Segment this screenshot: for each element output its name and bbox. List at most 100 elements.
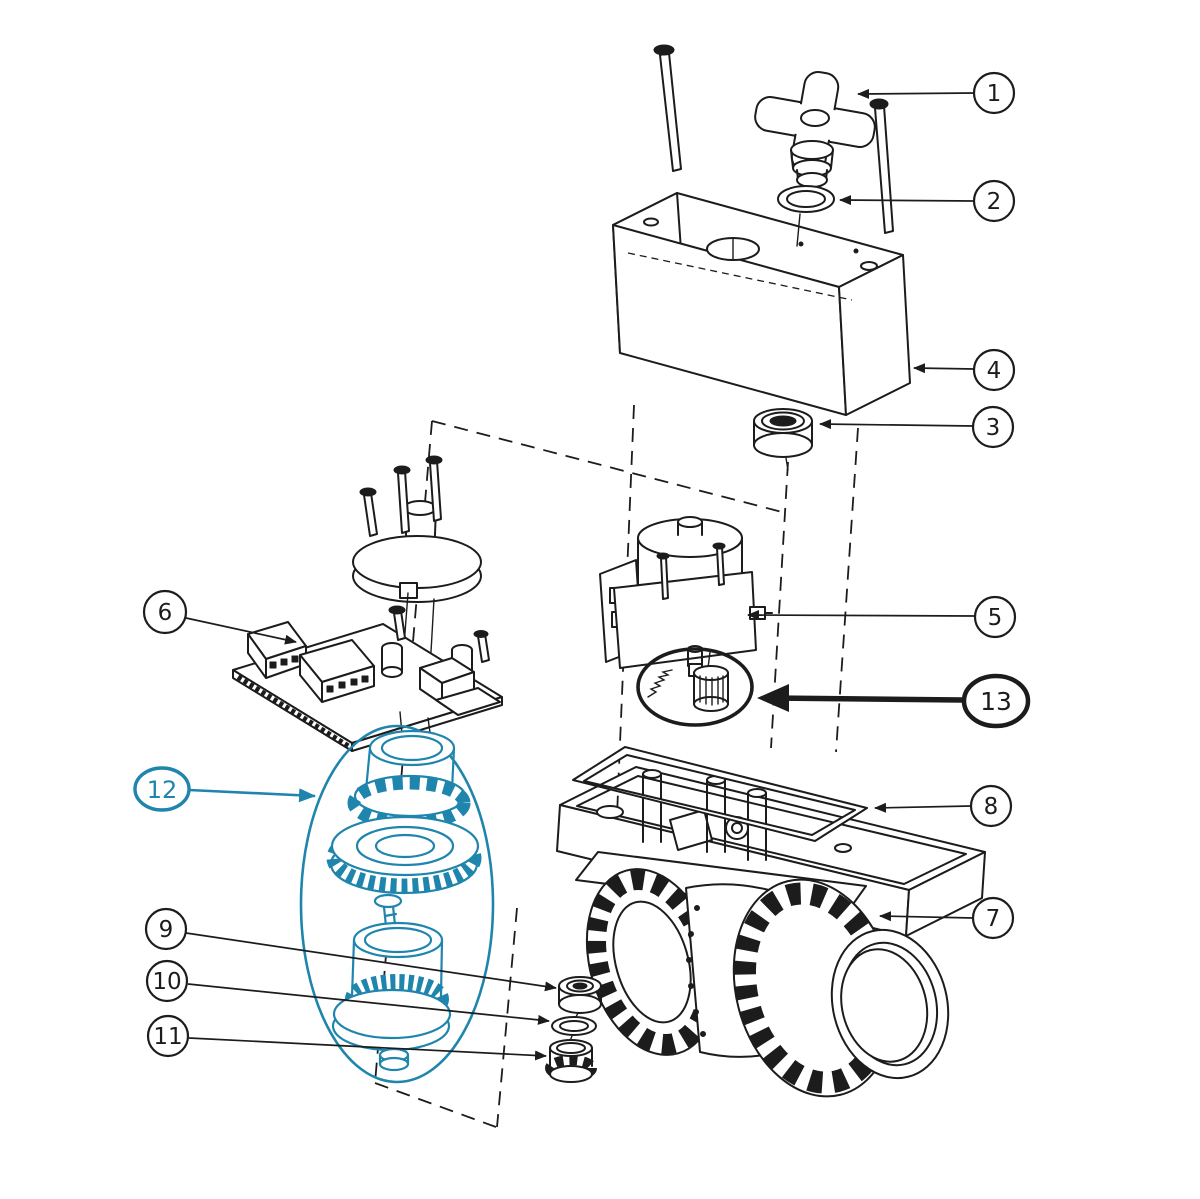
terminal-pin	[269, 661, 277, 669]
tray-block	[669, 809, 713, 851]
leader-line	[913, 363, 975, 374]
flange-hole	[688, 931, 694, 937]
part-9-spacer-bushing	[558, 976, 602, 1018]
terminal-pin	[291, 655, 299, 663]
disc-screw-head	[359, 487, 377, 497]
bushing-bore-dark	[769, 415, 797, 427]
dashed-line	[496, 907, 518, 1128]
socket-bore	[840, 948, 929, 1063]
enclosure-right-face	[838, 254, 911, 416]
part-7-ball-valve	[575, 851, 950, 1098]
gear-teeth	[326, 822, 482, 894]
callout-label: 7	[986, 906, 1001, 932]
callout-label: 10	[152, 969, 181, 995]
callout-label: 2	[987, 189, 1002, 215]
leader-line	[188, 788, 316, 803]
callout-bubble	[146, 1014, 190, 1058]
callout-bubble	[969, 784, 1013, 828]
callout-label: 6	[158, 600, 173, 626]
tray-right-face	[905, 851, 986, 937]
flange-hole	[693, 1009, 699, 1015]
flange-hole	[686, 957, 692, 963]
part-1-hand-knob	[754, 71, 876, 196]
motor-screw-shaft	[716, 546, 725, 586]
post-top	[747, 788, 767, 798]
tray-hole	[596, 805, 624, 819]
capacitor-bottom	[381, 666, 403, 678]
hub-top	[403, 500, 437, 516]
pinion-bottom	[693, 696, 729, 712]
callout-5: 5	[747, 595, 1017, 639]
terminal-pin	[338, 681, 346, 689]
leader-line	[819, 419, 974, 430]
callout-label: 4	[987, 358, 1002, 384]
knob-stem-bottom	[796, 172, 828, 188]
post-top	[642, 769, 662, 779]
screw-head	[653, 44, 675, 56]
callout-label: 11	[153, 1024, 182, 1050]
callout-3: 3	[819, 405, 1015, 449]
fastener-screw-left	[653, 44, 682, 172]
part-11-stem-nut	[545, 1039, 597, 1083]
arrowhead	[757, 684, 789, 712]
component-box	[435, 687, 501, 716]
bushing-bottom	[753, 432, 813, 458]
bushing-bore	[572, 982, 588, 990]
disc-notch	[399, 582, 418, 599]
part-13-pinion-detail	[636, 647, 754, 727]
pcb-screw-shaft	[477, 633, 490, 663]
flange-hole	[688, 983, 694, 989]
nut-bottom	[549, 1065, 593, 1083]
flange-hole	[700, 1031, 706, 1037]
part-4-enclosure-cover	[612, 192, 911, 416]
callout-bubble	[133, 766, 191, 812]
pilot-dot	[853, 248, 859, 254]
callout-bubble	[961, 673, 1031, 729]
gasket-frame	[572, 746, 868, 842]
part-6-circuit-board	[232, 605, 503, 752]
callout-label: 3	[986, 415, 1001, 441]
screw-head	[373, 893, 403, 909]
pcb-screw-head	[388, 605, 406, 615]
axis-line	[399, 711, 403, 735]
callout-bubble	[971, 405, 1015, 449]
leader-line	[747, 610, 976, 621]
ring-inner	[559, 1020, 589, 1032]
leader-line	[185, 932, 557, 992]
axis-line	[430, 598, 435, 653]
callout-label: 12	[147, 776, 178, 804]
tray-gear-bore	[731, 822, 743, 834]
motor-screw-shaft	[660, 556, 669, 600]
lockring-lugs	[347, 776, 471, 830]
part-12-drive-assembly	[299, 724, 495, 1084]
disc-screw-head	[393, 465, 411, 475]
terminal-pin	[350, 678, 358, 686]
leader-line	[874, 802, 972, 813]
callout-13: 13	[757, 673, 1031, 729]
pcb-screw-head	[473, 630, 489, 638]
callout-12: 12	[133, 766, 316, 812]
callout-bubble	[144, 907, 188, 951]
motor-screw-head	[712, 542, 726, 550]
callout-6: 6	[142, 589, 297, 645]
stem-side	[830, 149, 834, 169]
callout-label: 1	[987, 81, 1002, 107]
callout-10: 10	[145, 959, 550, 1025]
leader-line	[879, 911, 974, 922]
callout-bubble	[972, 179, 1016, 223]
callouts: 1 2 4 3 5 13	[133, 71, 1031, 1061]
stem-bottom	[378, 1056, 410, 1072]
nut-bore	[556, 1042, 586, 1054]
leader-line	[187, 983, 550, 1025]
knob-stem-top	[790, 140, 834, 160]
motor-screw-head	[656, 552, 670, 560]
detail-ellipse	[636, 647, 754, 727]
leader-line	[188, 1037, 547, 1061]
screw-head	[869, 98, 889, 110]
callout-2: 2	[839, 179, 1016, 223]
dashed-line	[835, 427, 859, 753]
screw-hole	[643, 217, 659, 227]
callout-9: 9	[144, 907, 557, 992]
part-10-seal-ring	[551, 1016, 597, 1042]
